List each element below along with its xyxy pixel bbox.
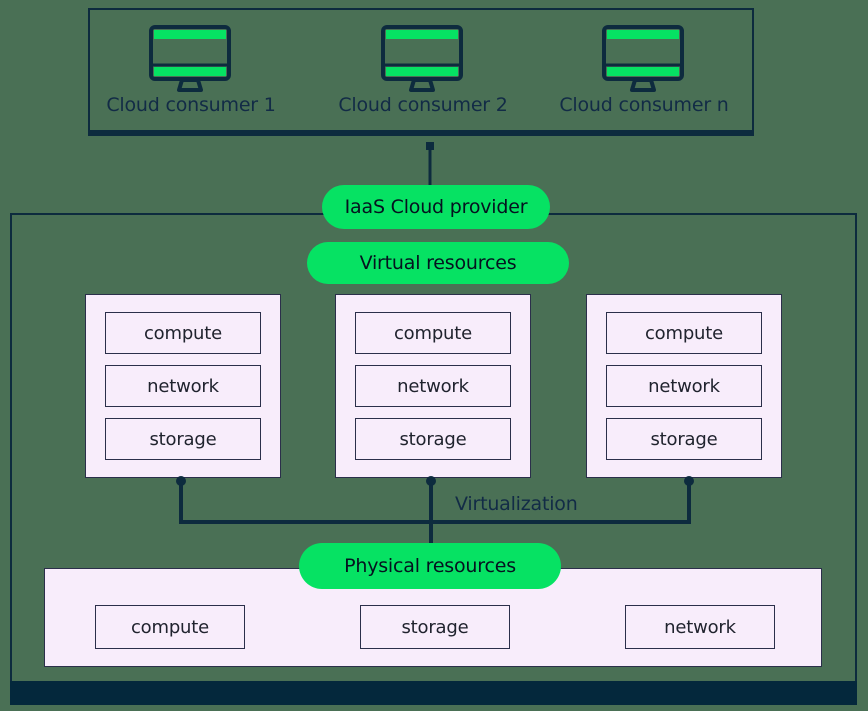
iaas-cloud-provider-title: IaaS Cloud provider xyxy=(322,185,550,229)
vm3-resource-storage[interactable]: storage xyxy=(606,418,762,460)
monitor-icon xyxy=(380,24,466,92)
virtual-resources-title: Virtual resources xyxy=(307,242,569,284)
vm2-resource-network[interactable]: network xyxy=(355,365,511,407)
vm2-resource-storage[interactable]: storage xyxy=(355,418,511,460)
cloud-consumer-n[interactable]: Cloud consumer n xyxy=(549,24,739,128)
cloud-consumer-1-label: Cloud consumer 1 xyxy=(106,94,276,116)
virtual-machine-2: compute network storage xyxy=(335,294,531,478)
physical-resource-storage[interactable]: storage xyxy=(360,605,510,649)
vm3-resource-network[interactable]: network xyxy=(606,365,762,407)
vm2-resource-compute[interactable]: compute xyxy=(355,312,511,354)
vm1-resource-storage[interactable]: storage xyxy=(105,418,261,460)
physical-resources-panel: compute storage network xyxy=(44,568,822,667)
virtual-machine-1: compute network storage xyxy=(85,294,281,478)
vm1-resource-network[interactable]: network xyxy=(105,365,261,407)
physical-resources-title: Physical resources xyxy=(299,543,561,589)
cloud-consumer-2-label: Cloud consumer 2 xyxy=(338,94,508,116)
cloud-consumer-n-label: Cloud consumer n xyxy=(559,94,729,116)
provider-panel-bottom-bar xyxy=(10,681,857,705)
vm3-resource-compute[interactable]: compute xyxy=(606,312,762,354)
monitor-icon xyxy=(148,24,234,92)
cloud-consumers-panel: Cloud consumer 1 Cloud consumer 2 xyxy=(88,8,754,136)
virtual-machine-3: compute network storage xyxy=(586,294,782,478)
monitor-icon xyxy=(601,24,687,92)
cloud-consumer-1[interactable]: Cloud consumer 1 xyxy=(96,24,286,128)
physical-resource-compute[interactable]: compute xyxy=(95,605,245,649)
physical-resource-network[interactable]: network xyxy=(625,605,775,649)
cloud-consumer-2[interactable]: Cloud consumer 2 xyxy=(328,24,518,128)
virtualization-label: Virtualization xyxy=(455,493,578,515)
vm1-resource-compute[interactable]: compute xyxy=(105,312,261,354)
